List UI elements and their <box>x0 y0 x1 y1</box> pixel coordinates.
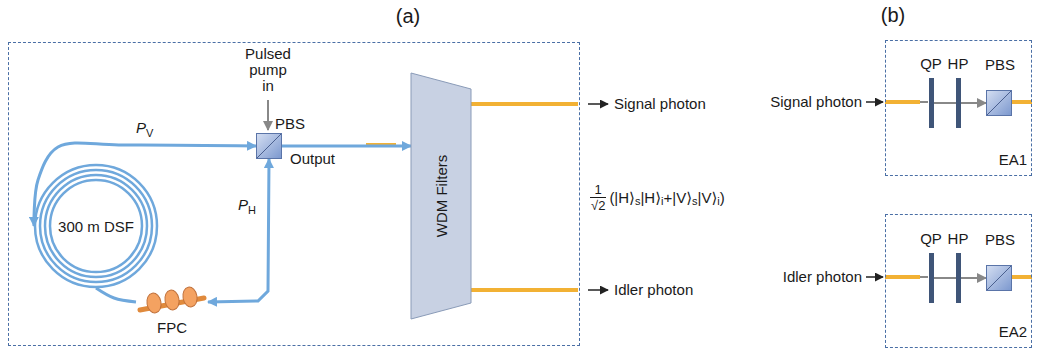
state-term: |H⟩ <box>640 189 661 206</box>
panel-label: (a) <box>396 5 420 28</box>
component-label: 300 m DSF <box>56 218 136 235</box>
part-label: QP <box>920 230 942 247</box>
splitter-diagonal <box>257 134 281 158</box>
part-label: EA2 <box>999 323 1027 340</box>
fiber-connector <box>282 145 411 148</box>
fiber-stub <box>1011 100 1032 104</box>
fiber-stub <box>885 275 920 279</box>
fiber-winding <box>40 170 152 282</box>
splitter-diagonal <box>987 91 1011 115</box>
wave-plate: QP <box>929 78 934 128</box>
polarization-controller: FPC <box>136 286 208 318</box>
photon-subscript: s <box>692 195 698 207</box>
state-term: |V⟩ <box>698 189 718 206</box>
panel-box: (a)PBS300 m DSFFPCWDM Filters <box>8 42 580 346</box>
free-space-beam <box>920 101 928 103</box>
output-label: Idler photon <box>614 281 693 298</box>
splitter-diagonal <box>987 266 1011 290</box>
output-arrow <box>588 289 608 291</box>
part-label: FPC <box>157 319 187 336</box>
port-label: P <box>238 196 248 213</box>
part-label: HP <box>948 55 969 72</box>
input-arrow <box>866 101 883 103</box>
part-label: QP <box>920 55 942 72</box>
part-label: EA1 <box>999 151 1027 168</box>
port-subscript: H <box>248 203 256 217</box>
beam-splitter-cube: PBS <box>256 133 282 159</box>
analyzer-box: EA2 QP HP PBS <box>885 214 1032 348</box>
edge-label: Output <box>290 150 335 167</box>
wave-plate: HP <box>956 253 961 303</box>
pump-label: Pulsed pump in <box>244 46 293 94</box>
wave-plate: QP <box>929 253 934 303</box>
fpc-paddle <box>163 289 180 311</box>
part-label: PBS <box>985 56 1015 73</box>
fiber-winding <box>35 165 157 287</box>
photon-subscript: s <box>635 195 641 207</box>
state-term: (|H⟩ <box>609 189 635 206</box>
port-label: P <box>136 119 146 136</box>
fiber-stub <box>885 100 920 104</box>
fraction-numerator: 1 <box>590 182 606 197</box>
fiber-stub <box>1011 275 1032 279</box>
beam-connector <box>961 277 986 279</box>
fiber-winding <box>50 180 142 272</box>
fiber-winding <box>45 175 147 277</box>
part-label: PBS <box>275 115 305 132</box>
beam-splitter-cube: PBS <box>986 265 1012 291</box>
state-term: +|V⟩ <box>664 189 693 206</box>
wave-plate: HP <box>956 78 961 128</box>
fiber-connector <box>96 288 136 302</box>
panel-label: (b) <box>881 4 905 27</box>
input-label: Signal photon <box>770 93 862 110</box>
state-term: ) <box>720 189 725 206</box>
wdm-filter: WDM Filters <box>411 73 471 319</box>
output-label: Signal photon <box>614 95 706 112</box>
part-label: PBS <box>985 231 1015 248</box>
beam-splitter-cube: PBS <box>986 90 1012 116</box>
photon-subscript: i <box>717 195 719 207</box>
input-arrow <box>866 276 883 278</box>
beam-connector <box>934 277 956 279</box>
fpc-paddle <box>145 292 162 314</box>
fiber-connector <box>208 159 269 302</box>
port-subscript: V <box>146 126 153 140</box>
beam-connector <box>934 102 956 104</box>
fiber-stub <box>470 102 578 106</box>
splitter-diagonal <box>987 91 1011 115</box>
analyzer-box: EA1 QP HP PBS <box>885 40 1032 176</box>
fraction: 1√2 <box>590 182 606 213</box>
wdm-trapezoid <box>411 73 471 319</box>
input-label: Idler photon <box>783 268 862 285</box>
fiber-coil: 300 m DSF <box>34 164 158 288</box>
output-arrow <box>588 103 608 105</box>
free-space-beam <box>920 276 928 278</box>
fpc-paddle <box>181 286 198 308</box>
component-label: WDM Filters <box>433 155 450 238</box>
splitter-diagonal <box>987 266 1011 290</box>
photon-subscript: i <box>661 195 663 207</box>
splitter-diagonal <box>257 134 281 158</box>
beam-connector <box>961 102 986 104</box>
state-formula: 1√2(|H⟩s|H⟩i+|V⟩s|V⟩i) <box>590 182 725 213</box>
fpc-drawing <box>136 286 208 318</box>
fraction-denominator: √2 <box>590 197 606 213</box>
part-label: HP <box>948 230 969 247</box>
pump-beam <box>267 100 269 130</box>
fiber-stub <box>470 288 578 292</box>
